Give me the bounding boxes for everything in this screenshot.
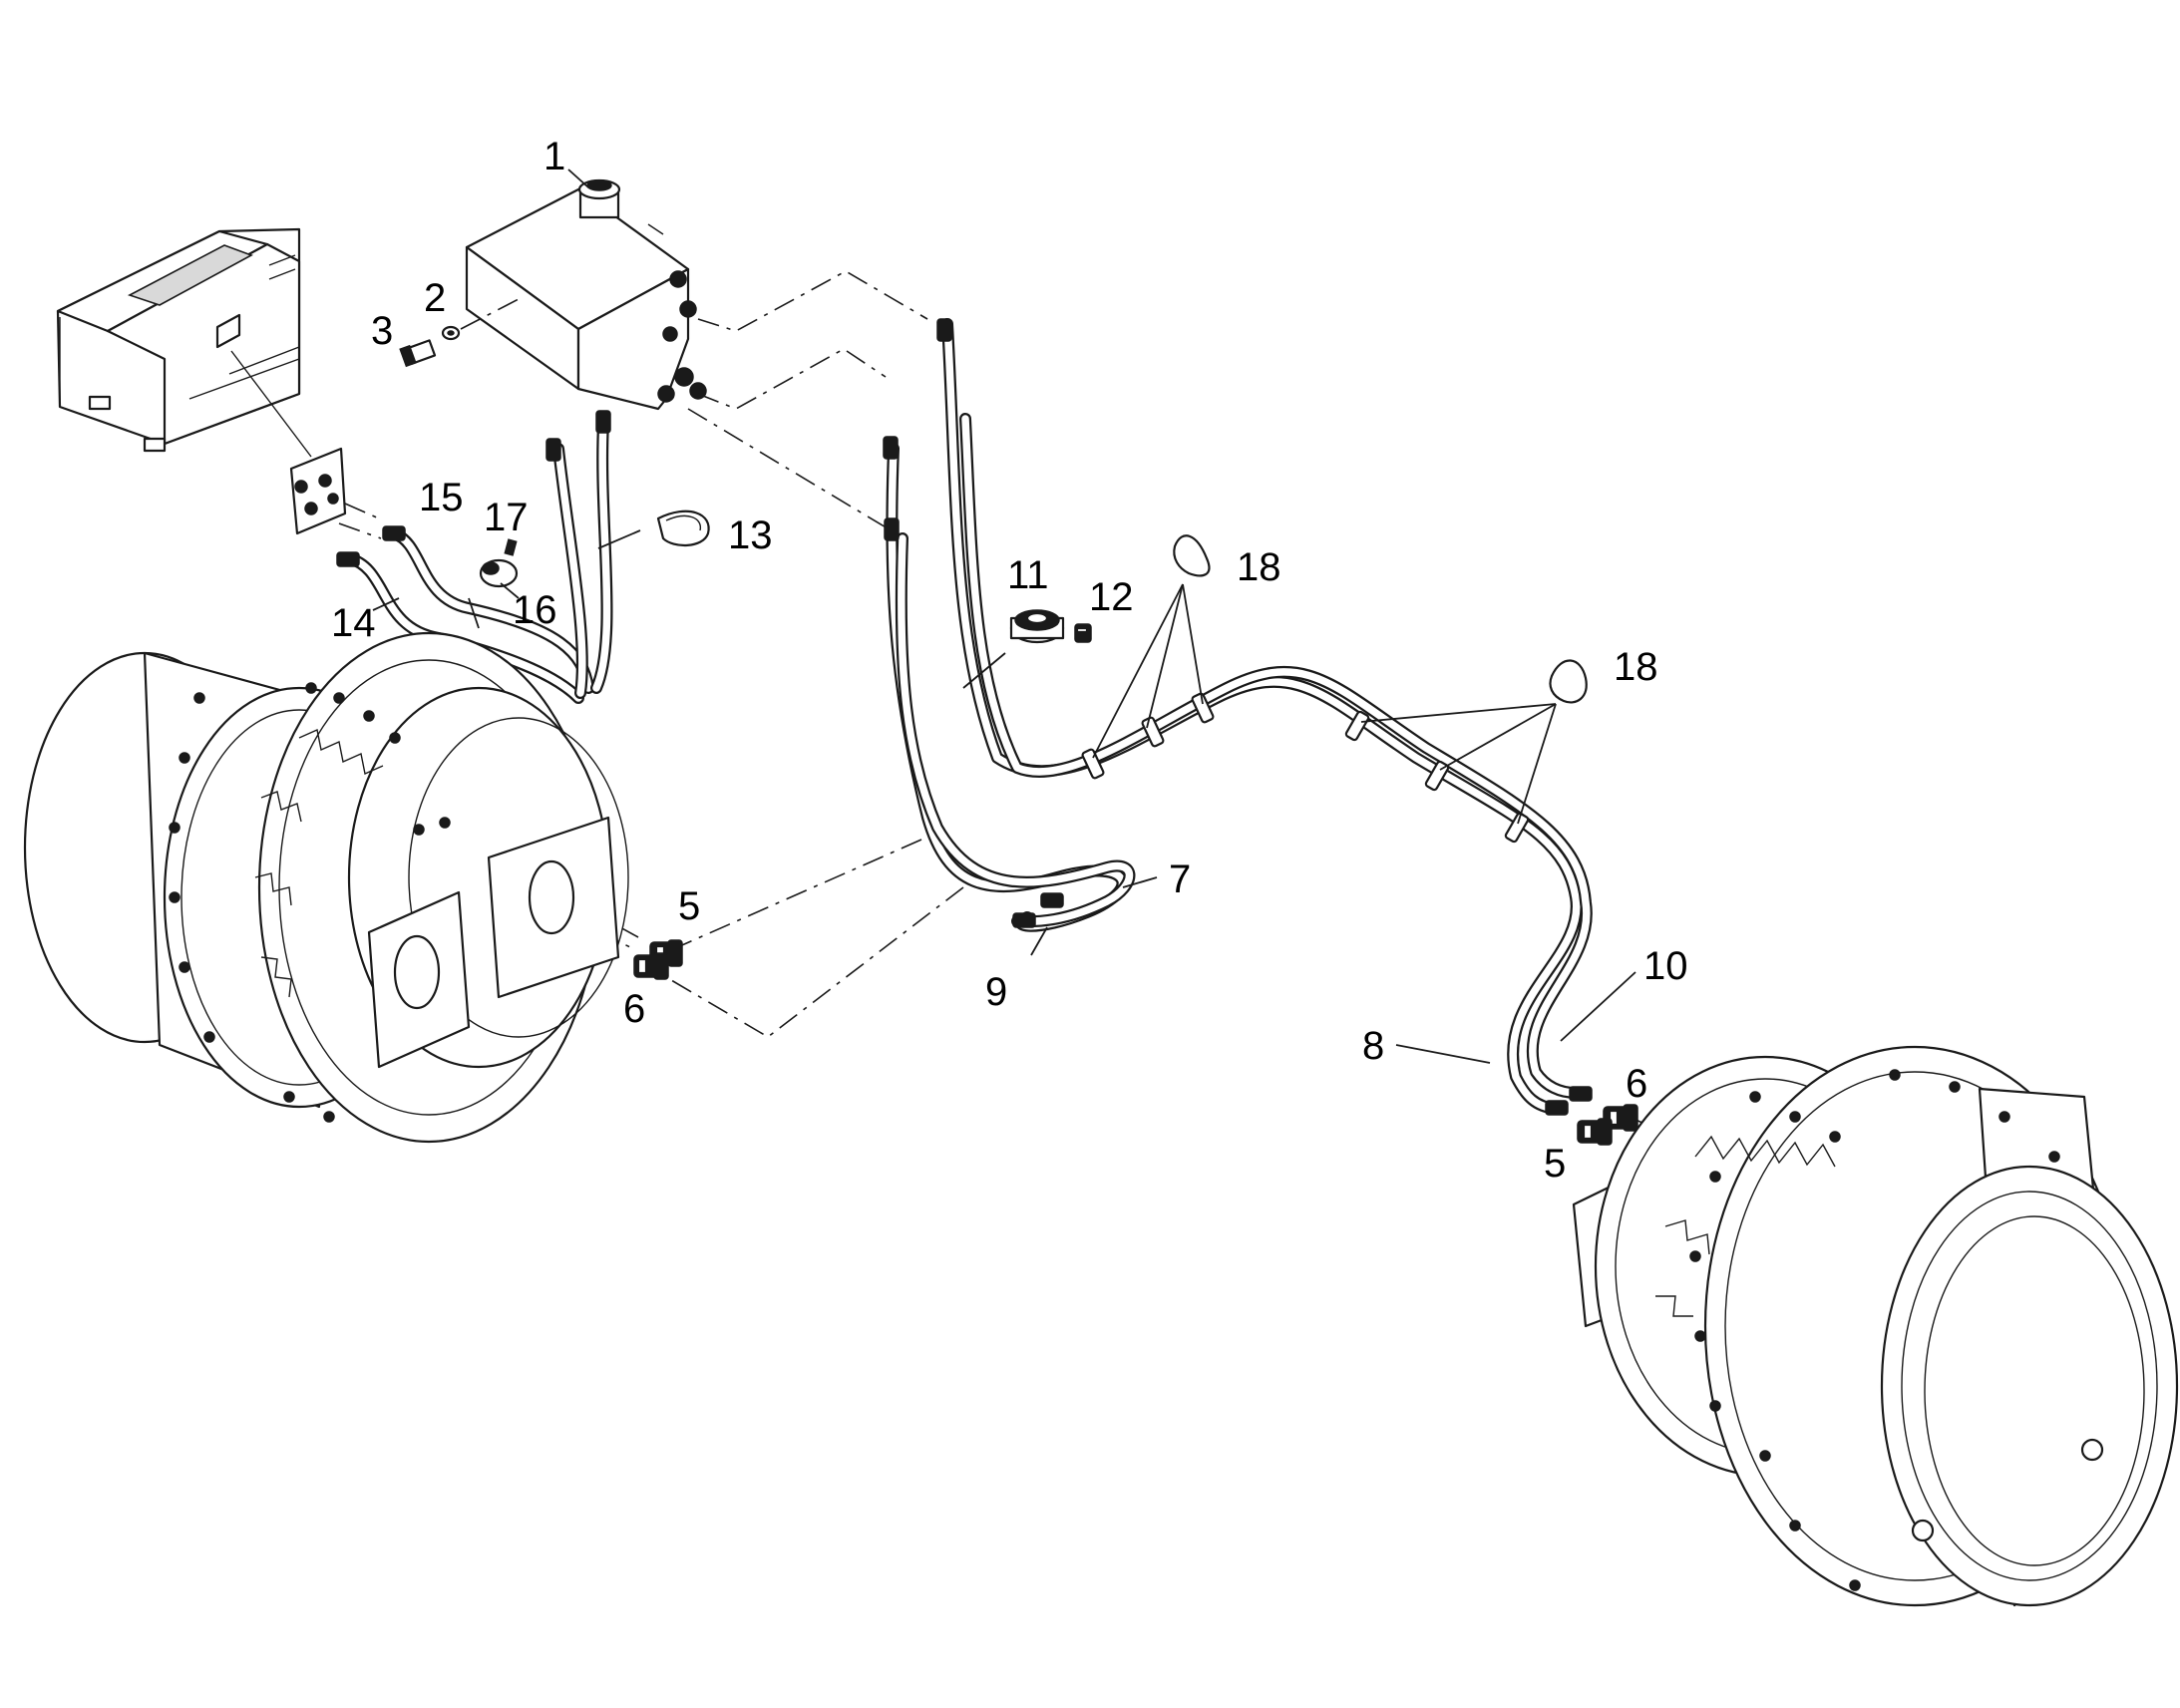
right-wheel-hub [1572,1045,2179,1607]
left-wheel-hub [23,631,629,1144]
clamp-18-lower [1549,659,1588,704]
leader-lines [372,169,1636,1064]
callout-18-upper: 18 [1237,545,1281,589]
callout-2: 2 [424,276,446,320]
clamp-18-upper [1173,534,1211,577]
callout-10: 10 [1643,944,1688,988]
callout-7: 7 [1169,857,1191,901]
adapter-5-right [1577,1118,1613,1146]
screw-3 [399,339,437,368]
callout-14: 14 [331,601,376,645]
callout-11: 11 [1007,553,1049,597]
callout-18-lower: 18 [1614,645,1658,689]
manifold-block [289,447,382,539]
callout-3: 3 [371,309,393,353]
callout-8: 8 [1362,1024,1384,1068]
adapter-6-left [633,952,669,980]
callout-5-left: 5 [678,884,700,928]
callout-17: 17 [484,496,529,539]
callout-6-left: 6 [623,987,645,1031]
callout-15: 15 [419,476,464,519]
hose-set [343,318,1593,1115]
callout-6-right: 6 [1626,1062,1647,1106]
pump-housing [56,227,312,458]
washer-2 [441,325,461,341]
clamp-11 [1009,609,1065,644]
oil-tank [465,178,707,411]
clamp-16 [479,558,519,588]
hose-fittings [336,318,1593,1116]
callout-labels: 1 2 3 15 17 13 16 14 11 12 18 18 5 6 7 9… [331,135,1688,1186]
screw-17 [504,538,518,556]
callout-9: 9 [985,970,1007,1014]
clamp-13 [656,510,710,546]
callout-13: 13 [728,513,773,557]
callout-16: 16 [513,588,557,632]
callout-1: 1 [544,135,565,178]
callout-12: 12 [1089,575,1134,619]
callout-5-right: 5 [1544,1142,1566,1186]
adapter-6-right [1603,1104,1638,1132]
screw-12 [1074,623,1092,643]
